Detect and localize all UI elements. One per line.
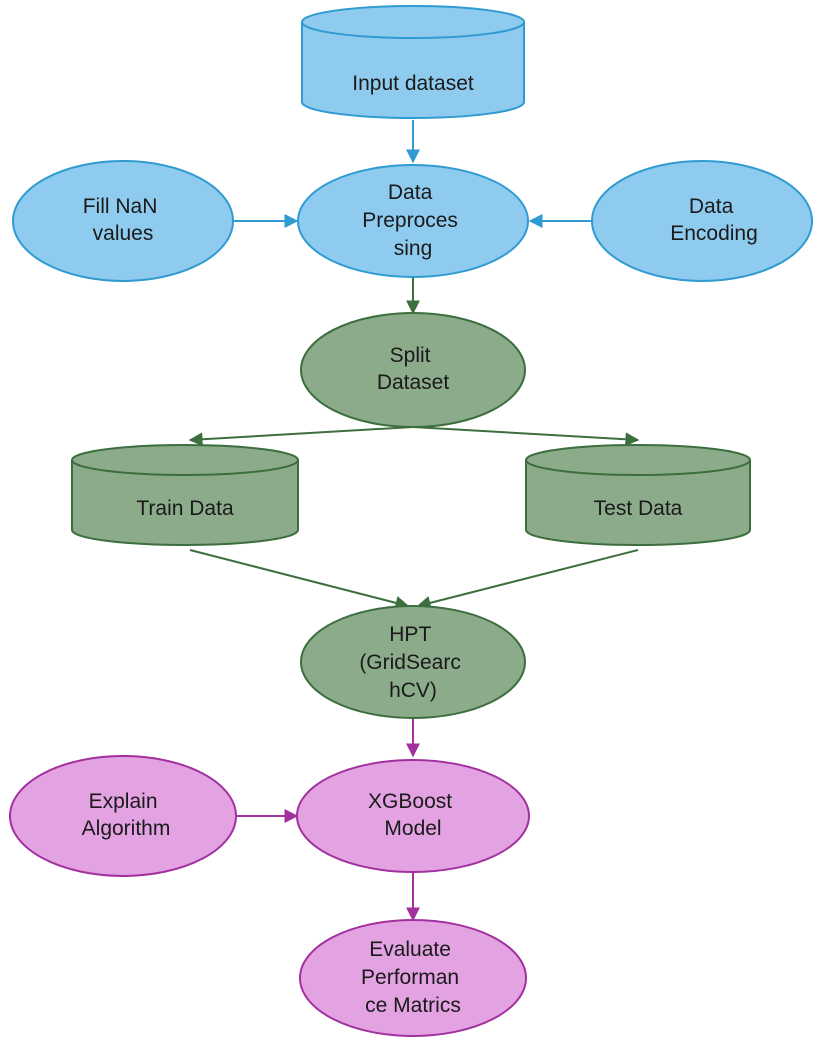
xgboost-model-label: XGBoost Model	[368, 790, 458, 840]
test-data-cylinder-body	[525, 460, 751, 546]
test-data-label: Test Data	[594, 497, 683, 520]
evaluate-performance-ellipse	[299, 919, 527, 1037]
data-preprocessing-label: Data Preproces sing	[362, 181, 464, 260]
split-dataset-node: Split Dataset	[300, 312, 526, 428]
data-encoding-ellipse	[591, 160, 813, 282]
explain-algorithm-node: Explain Algorithm	[9, 755, 237, 877]
train-data-cylinder-body	[71, 460, 299, 546]
train-data-label: Train Data	[136, 497, 234, 520]
test-data-cylinder-top	[525, 444, 751, 476]
input-dataset-node: Input dataset	[301, 5, 525, 119]
data-encoding-label: Data Encoding	[670, 195, 758, 245]
split-dataset-label: Split Dataset	[377, 344, 450, 394]
arrow-train-to-hpt	[189, 549, 410, 610]
arrow-test-to-hpt	[416, 549, 639, 610]
input-dataset-label: Input dataset	[352, 72, 474, 95]
evaluate-performance-label: Evaluate Performan ce Matrics	[361, 938, 465, 1017]
fill-nan-ellipse	[12, 160, 234, 282]
hpt-node: HPT (GridSearc hCV)	[300, 605, 526, 719]
arrow-split-to-train	[188, 426, 414, 447]
xgboost-model-ellipse	[296, 759, 530, 873]
test-data-node: Test Data	[525, 444, 751, 546]
explain-algorithm-label: Explain Algorithm	[82, 790, 171, 840]
data-preprocessing-node: Data Preproces sing	[297, 164, 529, 278]
split-dataset-ellipse	[300, 312, 526, 428]
xgboost-model-node: XGBoost Model	[296, 759, 530, 873]
hpt-label: HPT (GridSearc hCV)	[359, 623, 466, 702]
evaluate-performance-node: Evaluate Performan ce Matrics	[299, 919, 527, 1037]
train-data-node: Train Data	[71, 444, 299, 546]
connector-layer	[188, 120, 640, 922]
input-dataset-cylinder-body	[301, 22, 525, 119]
data-encoding-node: Data Encoding	[591, 160, 813, 282]
arrow-split-to-test	[412, 426, 640, 447]
data-preprocessing-ellipse	[297, 164, 529, 278]
train-data-cylinder-top	[71, 444, 299, 476]
fill-nan-node: Fill NaN values	[12, 160, 234, 282]
hpt-ellipse	[300, 605, 526, 719]
input-dataset-cylinder-top	[301, 5, 525, 39]
explain-algorithm-ellipse	[9, 755, 237, 877]
fill-nan-label: Fill NaN values	[83, 195, 164, 245]
